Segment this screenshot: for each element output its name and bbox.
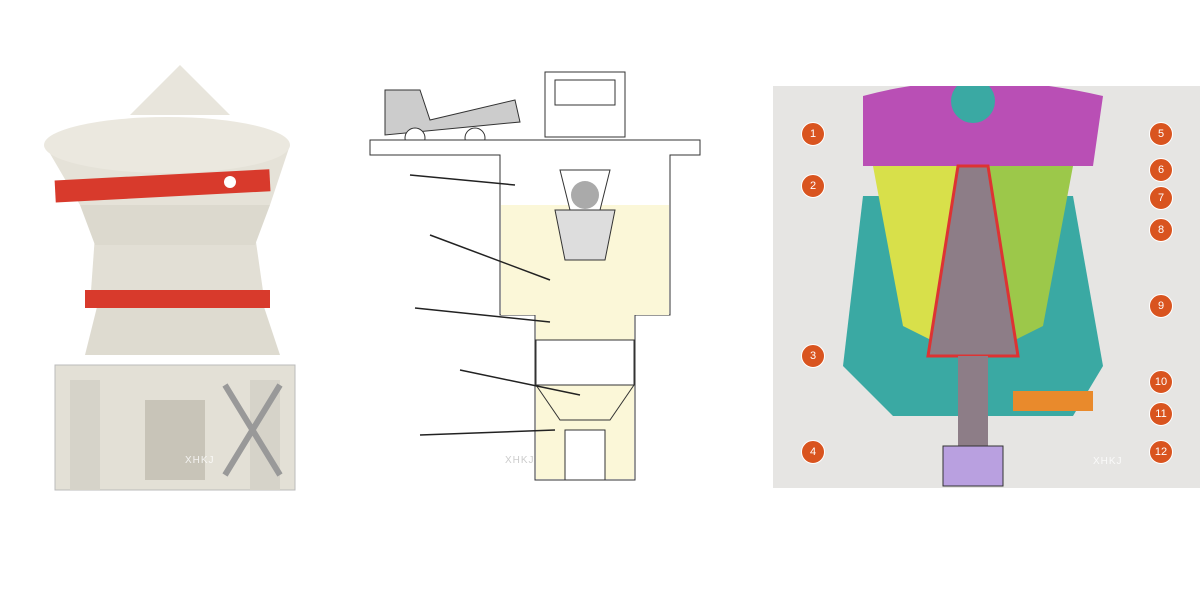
watermark: XHKJ: [505, 455, 535, 466]
callout-7: 7: [1149, 186, 1173, 210]
callout-10: 10: [1149, 370, 1173, 394]
callout-2: 2: [801, 174, 825, 198]
cone-crusher-cross-section: 1 2 3 4 5 6 7 8 9 10 11 12 XHKJ: [773, 79, 1200, 488]
callout-3: 3: [801, 344, 825, 368]
dump-truck-icon: [384, 89, 521, 149]
crusher-icon: [554, 181, 616, 261]
callout-12: 12: [1149, 440, 1173, 464]
watermark: XHKJ: [1093, 456, 1123, 467]
callout-11: 11: [1149, 402, 1173, 426]
cone-crusher-photo: XHKJ: [40, 55, 320, 495]
crushing-plant-diagram: XHKJ: [360, 60, 720, 490]
callout-1: 1: [801, 122, 825, 146]
callout-6: 6: [1149, 158, 1173, 182]
callout-5: 5: [1149, 122, 1173, 146]
watermark: XHKJ: [185, 455, 215, 466]
callout-9: 9: [1149, 294, 1173, 318]
callout-4: 4: [801, 440, 825, 464]
control-room-icon: [544, 71, 626, 138]
callout-8: 8: [1149, 218, 1173, 242]
